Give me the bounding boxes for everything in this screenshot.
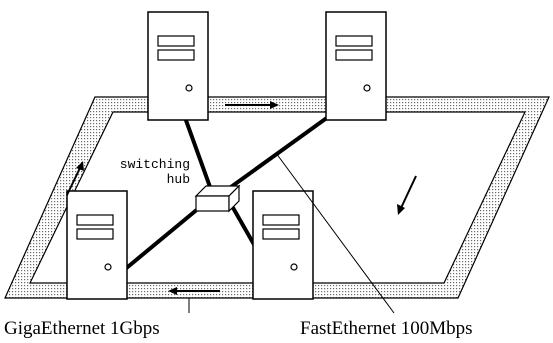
link-bottom-left <box>116 201 207 277</box>
hub-label-line2: hub <box>166 172 190 187</box>
caption-leaders <box>188 152 395 314</box>
server-bottom-left-icon <box>66 190 128 300</box>
server-bottom-right-icon <box>252 190 314 300</box>
network-switch-icon <box>194 184 241 213</box>
fast-ethernet-caption: FastEthernet 100Mbps <box>300 318 473 339</box>
hub-label-line1: switching <box>119 157 190 172</box>
server-top-left-icon <box>147 11 209 121</box>
fast-ethernet-links <box>116 110 337 277</box>
link-top-right <box>222 110 337 194</box>
gigabit-ring <box>4 96 550 299</box>
direction-arrow-icon <box>66 101 417 295</box>
link-top-left <box>181 110 216 200</box>
server-top-right-icon <box>325 11 387 121</box>
switching-hub-label: switching hub <box>106 157 190 187</box>
gigabit-caption: GigaEthernet 1Gbps <box>4 318 160 339</box>
